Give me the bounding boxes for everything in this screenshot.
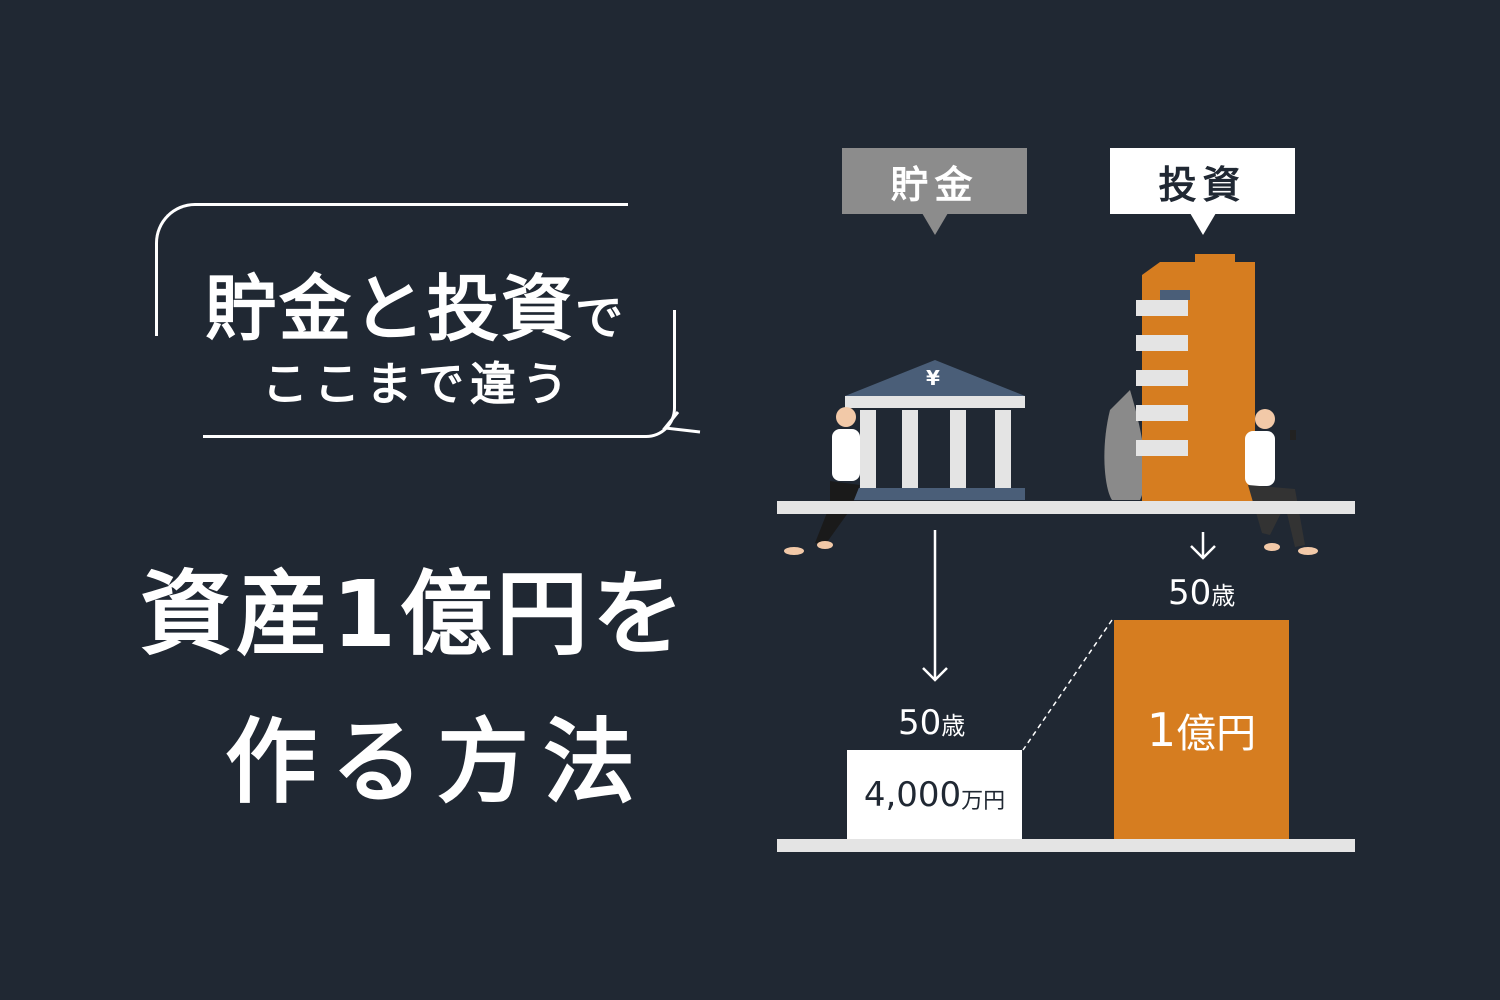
title-line2: 作る方法 <box>225 709 650 816</box>
lower-shelf <box>777 839 1355 852</box>
investing-down-arrow-icon <box>1190 532 1216 560</box>
headline-frame-top <box>155 203 628 336</box>
title-line1: 資産1億円を <box>140 561 689 668</box>
saving-age-unit: 歳 <box>941 712 966 740</box>
investing-age: 50歳 <box>1168 573 1235 613</box>
saving-amount-unit: 万円 <box>961 789 1006 814</box>
investing-label-pointer <box>1190 213 1216 235</box>
saving-label: 貯金 <box>842 148 1027 214</box>
yen-icon: ¥ <box>926 366 940 390</box>
person-sitting-bank-icon <box>784 407 860 555</box>
bank-icon <box>845 360 1025 500</box>
investing-label: 投資 <box>1110 148 1295 214</box>
subheadline-suffix: で <box>575 290 626 346</box>
saving-age: 50歳 <box>898 703 965 743</box>
subheadline-line1: 貯金と投資で <box>205 250 625 355</box>
saving-age-number: 50 <box>898 703 942 743</box>
investing-age-unit: 歳 <box>1211 582 1236 610</box>
saving-down-arrow-icon <box>922 530 948 682</box>
saving-label-pointer <box>922 213 948 235</box>
comparison-dashed-line <box>1022 619 1113 751</box>
frame-tail <box>662 411 701 434</box>
investing-age-number: 50 <box>1168 573 1212 613</box>
subheadline-line2: ここまで違う <box>262 357 574 411</box>
saving-amount: 4,000 <box>863 775 962 815</box>
investing-amount: 1 <box>1146 703 1177 757</box>
person-with-phone-icon <box>1245 409 1318 555</box>
investing-amount-unit: 億円 <box>1176 711 1257 757</box>
subheadline-main: 貯金と投資 <box>205 267 576 351</box>
headline-frame-bottom <box>203 310 676 438</box>
upper-shelf <box>777 501 1355 514</box>
building-icon <box>1104 254 1255 502</box>
